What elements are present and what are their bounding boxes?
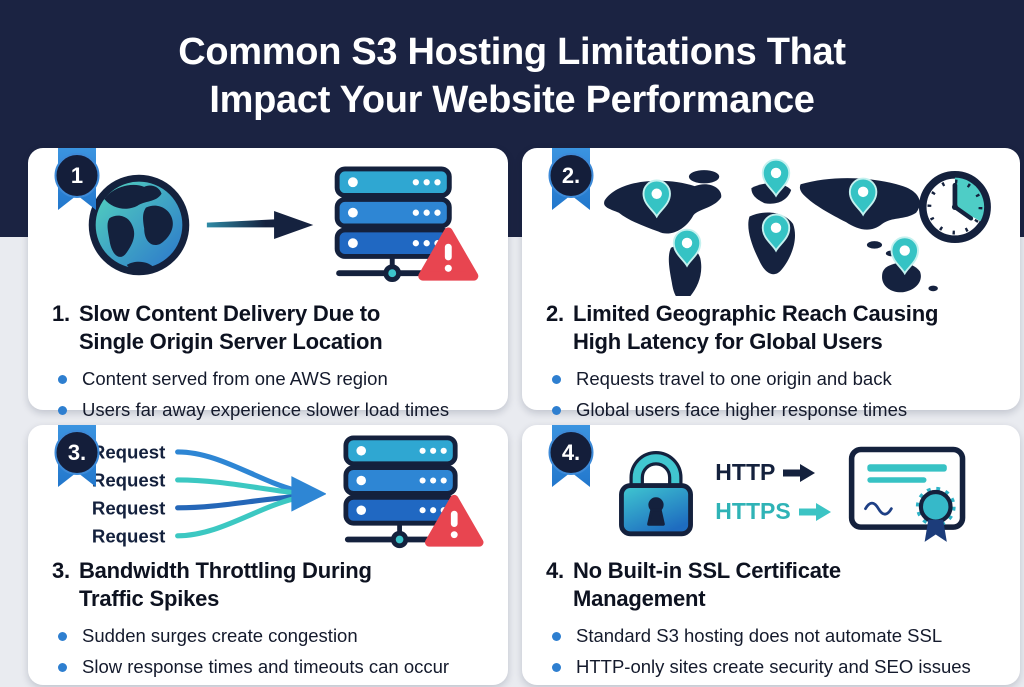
bullet-list: Requests travel to one origin and back G… bbox=[552, 367, 998, 422]
arrow-right-icon bbox=[206, 211, 314, 239]
bullet-dot bbox=[58, 662, 67, 672]
bullet-list: Standard S3 hosting does not automate SS… bbox=[552, 624, 998, 679]
bullet-item: Sudden surges create congestion bbox=[58, 624, 486, 648]
https-row: HTTPS bbox=[715, 498, 832, 525]
server-stack-icon bbox=[334, 166, 479, 283]
bullet-dot bbox=[552, 405, 561, 415]
ribbon-badge-4: 4. bbox=[548, 425, 594, 487]
card-bandwidth-throttling: 3. Request Request Request Request bbox=[28, 425, 508, 685]
heading-number: 3. bbox=[52, 558, 70, 583]
heading-number: 1. bbox=[52, 301, 70, 326]
bullet-dot bbox=[552, 631, 561, 641]
http-label: HTTP bbox=[715, 459, 776, 485]
https-label: HTTPS bbox=[715, 498, 791, 524]
page-title-line2: Impact Your Website Performance bbox=[209, 79, 815, 121]
ribbon-badge-2: 2. bbox=[548, 148, 594, 210]
bullet-dot bbox=[552, 662, 561, 672]
ribbon-badge-1: 1 bbox=[54, 148, 100, 210]
warning-icon bbox=[424, 494, 484, 547]
http-row: HTTP bbox=[715, 459, 832, 486]
request-label: Request bbox=[92, 441, 165, 462]
clock-icon bbox=[918, 171, 991, 243]
heading-line1: Bandwidth Throttling During bbox=[78, 558, 372, 583]
card-limited-geographic-reach: 2. bbox=[522, 148, 1020, 420]
bullet-item: Users far away experience slower load ti… bbox=[58, 398, 486, 422]
badge-number: 2. bbox=[561, 162, 581, 188]
warning-icon bbox=[418, 227, 479, 281]
bullet-item: Global users face higher response times bbox=[552, 398, 998, 422]
bullet-text: Content served from one AWS region bbox=[82, 368, 388, 390]
illustration-request-congestion: Request Request Request Request bbox=[52, 434, 486, 549]
certificate-icon bbox=[848, 446, 965, 542]
bullet-item: Standard S3 hosting does not automate SS… bbox=[552, 624, 998, 648]
https-arrow-icon bbox=[798, 502, 831, 521]
request-label: Request bbox=[92, 497, 165, 518]
bullet-text: Slow response times and timeouts can occ… bbox=[82, 656, 450, 678]
bullet-text: Requests travel to one origin and back bbox=[576, 368, 892, 390]
badge-circle: 3. bbox=[54, 430, 100, 475]
request-label: Request bbox=[92, 525, 165, 546]
heading-line2: Single Origin Server Location bbox=[78, 329, 383, 355]
http-arrow-icon bbox=[783, 463, 816, 482]
heading-line1: Limited Geographic Reach Causing bbox=[572, 301, 939, 326]
bullet-list: Sudden surges create congestion Slow res… bbox=[58, 624, 486, 679]
bullet-dot bbox=[58, 374, 67, 384]
card-heading: 4. No Built-in SSL Certificate Managemen… bbox=[546, 557, 998, 613]
illustration-globe-to-server bbox=[52, 158, 486, 292]
illustration-ssl-certificate: HTTP HTTPS bbox=[546, 435, 998, 549]
bullet-item: Content served from one AWS region bbox=[58, 367, 486, 391]
heading-number: 4. bbox=[546, 558, 564, 583]
bullet-text: HTTP-only sites create security and SEO … bbox=[576, 656, 971, 678]
illustration-world-map bbox=[546, 158, 998, 296]
badge-number: 4. bbox=[561, 439, 581, 465]
badge-circle: 2. bbox=[548, 153, 594, 198]
ribbon-badge-3: 3. bbox=[54, 425, 100, 487]
cards-grid: 1 bbox=[28, 148, 1020, 685]
world-map-icon bbox=[604, 158, 991, 296]
server-stack-icon bbox=[343, 434, 484, 548]
bullet-item: Requests travel to one origin and back bbox=[552, 367, 998, 391]
heading-line2: Management bbox=[572, 586, 706, 612]
bullet-dot bbox=[552, 374, 561, 384]
bullet-text: Global users face higher response times bbox=[576, 399, 908, 421]
badge-number: 3. bbox=[67, 439, 87, 465]
card-heading: 3. Bandwidth Throttling During Traffic S… bbox=[52, 557, 486, 613]
badge-number: 1 bbox=[70, 162, 84, 188]
heading-line2: Traffic Spikes bbox=[78, 586, 220, 612]
padlock-icon bbox=[619, 451, 694, 537]
card-no-ssl-management: 4. HTTP bbox=[522, 425, 1020, 685]
bullet-text: Sudden surges create congestion bbox=[82, 625, 358, 647]
bullet-text: Users far away experience slower load ti… bbox=[82, 399, 450, 421]
card-slow-content-delivery: 1 bbox=[28, 148, 508, 420]
header: Common S3 Hosting Limitations That Impac… bbox=[0, 0, 1024, 148]
heading-line2: High Latency for Global Users bbox=[572, 329, 883, 355]
card-heading: 2. Limited Geographic Reach Causing High… bbox=[546, 300, 998, 356]
bullet-item: HTTP-only sites create security and SEO … bbox=[552, 655, 998, 679]
badge-circle: 1 bbox=[54, 153, 100, 198]
page-title-line1: Common S3 Hosting Limitations That bbox=[178, 31, 846, 74]
bullet-dot bbox=[58, 405, 67, 415]
globe-icon bbox=[88, 174, 190, 276]
heading-line1: No Built-in SSL Certificate bbox=[572, 558, 841, 583]
request-arrows-icon: Request Request Request Request bbox=[92, 441, 326, 546]
card-heading: 1. Slow Content Delivery Due to Single O… bbox=[52, 300, 486, 356]
heading-number: 2. bbox=[546, 301, 564, 326]
page-title: Common S3 Hosting Limitations That Impac… bbox=[178, 29, 846, 125]
badge-circle: 4. bbox=[548, 430, 594, 475]
bullet-dot bbox=[58, 631, 67, 641]
bullet-item: Slow response times and timeouts can occ… bbox=[58, 655, 486, 679]
heading-line1: Slow Content Delivery Due to bbox=[78, 301, 381, 326]
request-label: Request bbox=[92, 469, 165, 490]
bullet-list: Content served from one AWS region Users… bbox=[58, 367, 486, 422]
bullet-text: Standard S3 hosting does not automate SS… bbox=[576, 625, 943, 647]
protocol-labels: HTTP HTTPS bbox=[715, 459, 832, 525]
